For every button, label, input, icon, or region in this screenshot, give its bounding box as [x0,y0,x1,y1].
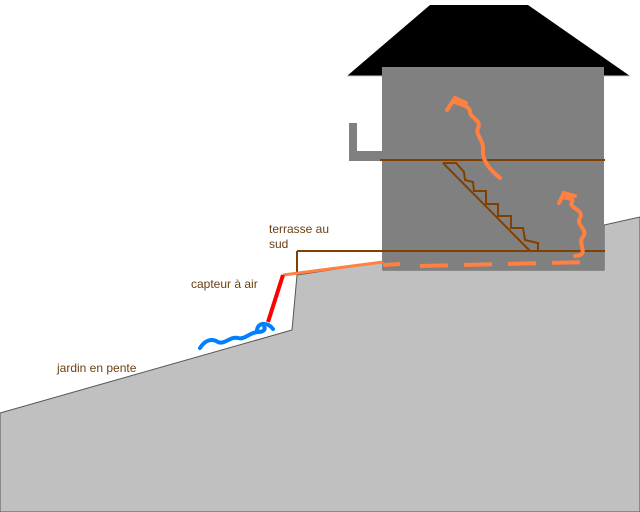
stair-steps [443,162,539,251]
terrace-label-line2: sud [269,237,289,251]
underfloor-duct [382,262,401,267]
house-wall [382,67,604,270]
garden-label: jardin en pente [57,361,137,375]
warm-air-arrow-lower [557,190,587,258]
cold-air-intake-arrow [198,321,275,350]
collector-label: capteur à air [191,277,258,291]
underfloor-duct-dashed [419,260,591,268]
collector-duct [282,260,384,277]
terrace-label: terrasse au sud [269,222,329,252]
stair-stringer [442,162,531,252]
roof [347,5,630,76]
warm-air-arrow-upper [445,95,502,180]
gutter [349,123,382,161]
terrace-label-line1: terrasse au [269,222,330,236]
air-collector [266,274,285,323]
